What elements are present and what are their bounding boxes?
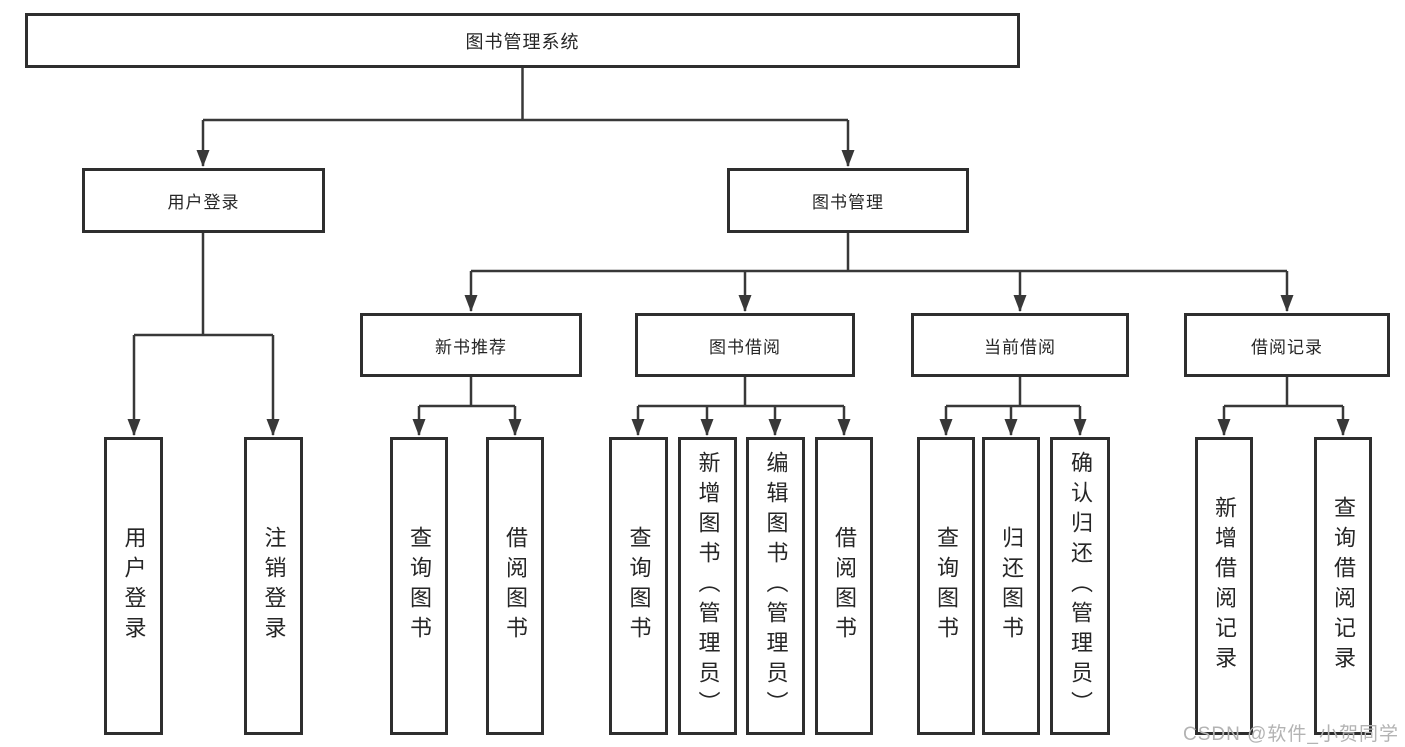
leaf-logout: 注销登录 (244, 437, 303, 735)
leaf-user-login: 用户登录 (104, 437, 163, 735)
leaf-borrow-borrow-books: 借阅图书 (815, 437, 873, 735)
leaf-current-return-books: 归还图书 (982, 437, 1040, 735)
leaf-current-query-books: 查询图书 (917, 437, 975, 735)
leaf-records-query-record: 查询借阅记录 (1314, 437, 1372, 735)
leaf-borrow-query-books: 查询图书 (609, 437, 668, 735)
node-book-borrow: 图书借阅 (635, 313, 855, 377)
leaf-current-confirm-return-admin: 确认归还（管理员） (1050, 437, 1110, 735)
leaf-borrow-add-books-admin: 新增图书（管理员） (678, 437, 737, 735)
node-root: 图书管理系统 (25, 13, 1020, 68)
node-user-login: 用户登录 (82, 168, 325, 233)
leaf-borrow-edit-books-admin: 编辑图书（管理员） (746, 437, 805, 735)
leaf-recommend-borrow-books: 借阅图书 (486, 437, 544, 735)
node-book-management: 图书管理 (727, 168, 969, 233)
leaf-recommend-query-books: 查询图书 (390, 437, 448, 735)
node-borrow-records: 借阅记录 (1184, 313, 1390, 377)
node-new-book-recommend: 新书推荐 (360, 313, 582, 377)
node-current-borrow: 当前借阅 (911, 313, 1129, 377)
leaf-records-add-record: 新增借阅记录 (1195, 437, 1253, 735)
csdn-watermark: CSDN @软件_小贺同学 (1183, 724, 1399, 745)
